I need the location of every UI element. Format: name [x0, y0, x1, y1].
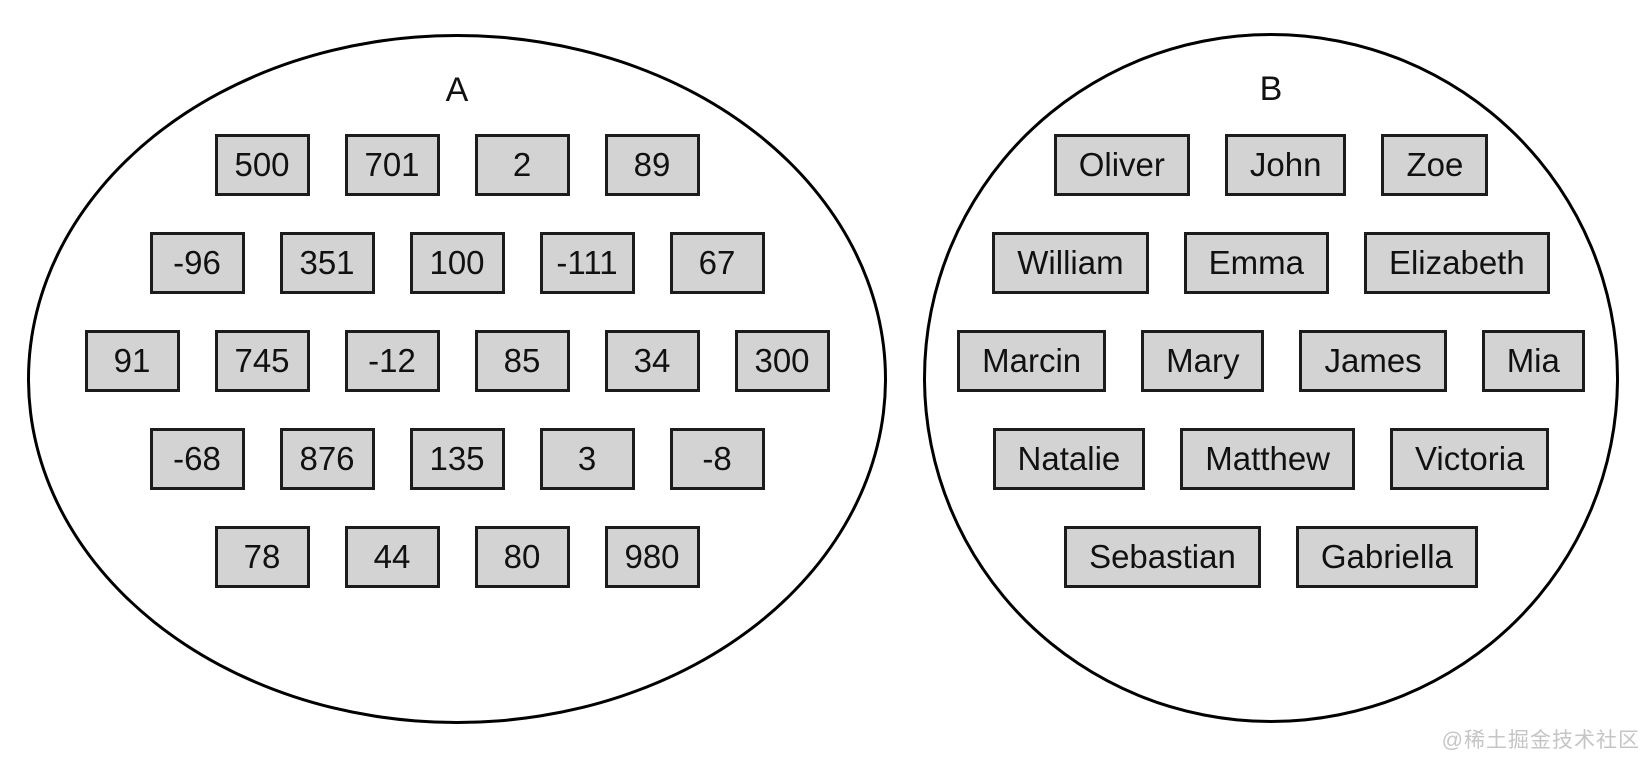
item-box: Mia [1481, 330, 1585, 392]
item-box: 100 [409, 232, 505, 294]
item-box: 2 [474, 134, 570, 196]
item-box: Matthew [1180, 428, 1355, 490]
set-a-label: A [445, 71, 469, 109]
item-box: 89 [604, 134, 700, 196]
item-row: Sebastian Gabriella [926, 526, 1616, 588]
item-row: William Emma Elizabeth [926, 232, 1616, 294]
item-row: Marcin Mary James Mia [926, 330, 1616, 392]
item-row: -96 351 100 -111 67 [30, 232, 884, 294]
set-b-label: B [1259, 70, 1283, 108]
item-box: Gabriella [1295, 526, 1478, 588]
item-box: 80 [474, 526, 570, 588]
item-box: William [992, 232, 1149, 294]
watermark: @稀土掘金技术社区 [1441, 729, 1640, 752]
item-row: 78 44 80 980 [30, 526, 884, 588]
item-box: 745 [214, 330, 310, 392]
item-box: -8 [669, 428, 765, 490]
item-box: 351 [279, 232, 375, 294]
item-row: 500 701 2 89 [30, 134, 884, 196]
item-row: Natalie Matthew Victoria [926, 428, 1616, 490]
item-box: 3 [539, 428, 635, 490]
set-a-ellipse: A 500 701 2 89 -96 351 100 -111 67 91 745 -12 85 34 30… [27, 34, 887, 724]
item-box: 500 [214, 134, 310, 196]
item-box: 135 [409, 428, 505, 490]
item-box: Emma [1183, 232, 1329, 294]
item-box: Zoe [1381, 134, 1489, 196]
item-box: Marcin [957, 330, 1107, 392]
item-box: 980 [604, 526, 700, 588]
item-box: Elizabeth [1363, 232, 1550, 294]
item-box: James [1299, 330, 1447, 392]
item-box: Oliver [1053, 134, 1190, 196]
item-box: 34 [604, 330, 700, 392]
item-box: Victoria [1390, 428, 1550, 490]
item-box: -68 [149, 428, 245, 490]
item-box: 85 [474, 330, 570, 392]
item-box: 876 [279, 428, 375, 490]
item-row: Oliver John Zoe [926, 134, 1616, 196]
item-box: Natalie [992, 428, 1146, 490]
item-box: -111 [539, 232, 635, 294]
item-box: -96 [149, 232, 245, 294]
item-row: 91 745 -12 85 34 300 [30, 330, 884, 392]
item-box: 701 [344, 134, 440, 196]
set-a-items: 500 701 2 89 -96 351 100 -111 67 91 745 -12 85 34 300 -… [30, 134, 884, 588]
item-box: 44 [344, 526, 440, 588]
item-box: 91 [84, 330, 180, 392]
item-box: 300 [734, 330, 830, 392]
item-box: 67 [669, 232, 765, 294]
item-box: -12 [344, 330, 440, 392]
item-row: -68 876 135 3 -8 [30, 428, 884, 490]
item-box: John [1224, 134, 1347, 196]
item-box: 78 [214, 526, 310, 588]
item-box: Sebastian [1064, 526, 1261, 588]
item-box: Mary [1141, 330, 1265, 392]
